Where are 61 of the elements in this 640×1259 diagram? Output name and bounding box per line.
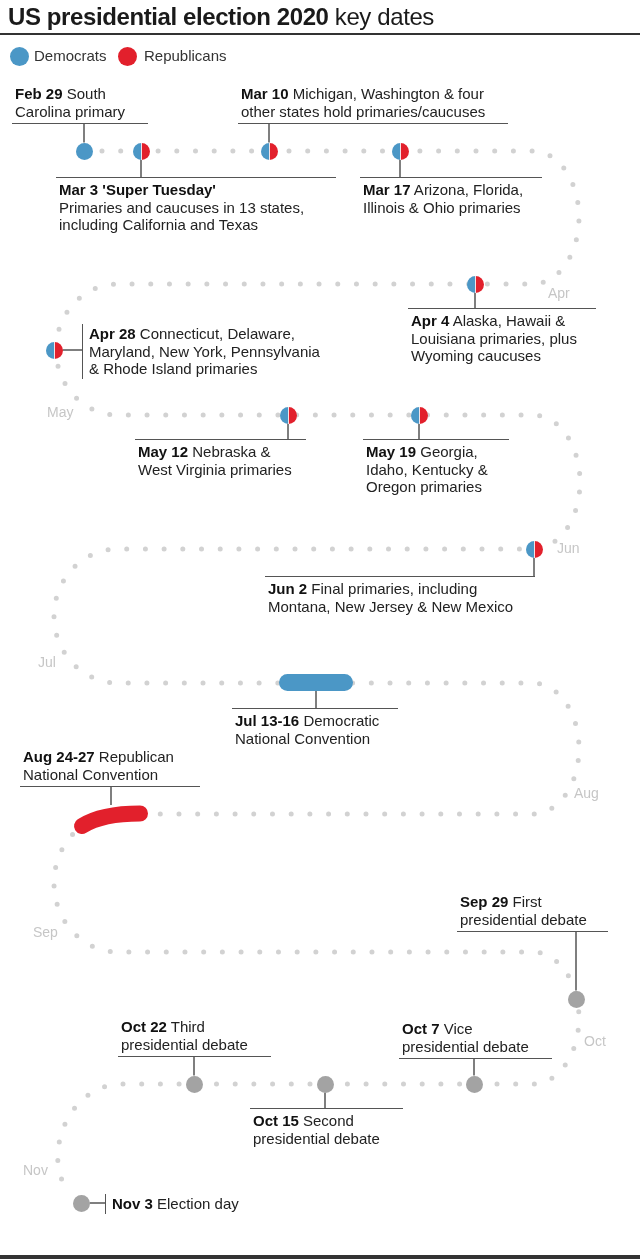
- event-label: May 19 Georgia, Idaho, Kentucky & Oregon primaries: [363, 439, 509, 496]
- event-label: Mar 17 Arizona, Florida, Illinois & Ohio primaries: [360, 177, 542, 216]
- leader-line: [399, 158, 401, 178]
- month-label: May: [47, 404, 74, 420]
- event-label: Jul 13-16 Democratic National Convention: [232, 708, 398, 747]
- event-heading: Mar 3 'Super Tuesday': [59, 181, 217, 199]
- split-dot-icon: [260, 142, 278, 160]
- leader-line: [473, 1058, 475, 1077]
- dot-icon: [567, 990, 585, 1008]
- curved-bar: [74, 805, 148, 834]
- event-label: Oct 22 Third presidential debate: [118, 1018, 271, 1057]
- leader-line: [315, 690, 317, 709]
- dot-icon: [72, 1194, 90, 1212]
- month-label: Jun: [557, 540, 580, 556]
- month-label: Nov: [23, 1162, 48, 1178]
- split-dot-icon: [391, 142, 409, 160]
- split-dot-icon: [410, 406, 428, 424]
- leader-line: [533, 556, 535, 577]
- event-label: Apr 28 Connecticut, Delaware, Maryland, New York, Pennsylvania & Rhode Island primaries: [82, 324, 330, 379]
- event-label: Aug 24-27 Republican National Convention: [20, 748, 200, 787]
- leader-line: [83, 123, 85, 144]
- event-label: Mar 10 Michigan, Washington & four other states hold primaries/caucuses: [238, 85, 508, 124]
- month-label: Apr: [548, 285, 570, 301]
- leader-line: [474, 291, 476, 309]
- split-dot-icon: [132, 142, 150, 160]
- split-dot-icon: [466, 275, 484, 293]
- legend-label: Democrats: [34, 47, 107, 65]
- split-dot-icon: [45, 341, 63, 359]
- leader-line: [575, 931, 577, 992]
- event-label: Apr 4 Alaska, Hawaii & Louisiana primaries, plus Wyoming caucuses: [408, 308, 596, 365]
- split-dot-icon: [525, 540, 543, 558]
- leader-line: [193, 1056, 195, 1077]
- dot-icon: [465, 1075, 483, 1093]
- event-text: Primaries and caucuses in 13 states, including California and Texas: [59, 198, 306, 234]
- leader-line: [140, 158, 142, 178]
- month-label: Jul: [38, 654, 56, 670]
- legend-label: Republicans: [144, 47, 227, 65]
- event-label: May 12 Nebraska & West Virginia primaries: [135, 439, 306, 478]
- month-label: Oct: [584, 1033, 606, 1049]
- dot-icon: [316, 1075, 334, 1093]
- dot-icon: [75, 142, 93, 160]
- leader-line: [418, 422, 420, 440]
- event-label: Jun 2 Final primaries, including Montana, New Jersey & New Mexico: [265, 576, 535, 615]
- rounded-bar: [279, 674, 353, 691]
- month-label: Aug: [574, 785, 599, 801]
- title: US presidential election 2020 key dates: [8, 3, 434, 31]
- event-label: Feb 29 South Carolina primary: [12, 85, 148, 124]
- event-label: Sep 29 First presidential debate: [457, 893, 608, 932]
- leader-line: [110, 786, 112, 806]
- month-label: Sep: [33, 924, 58, 940]
- dot-icon: [185, 1075, 203, 1093]
- leader-line: [324, 1091, 326, 1109]
- leader-line: [61, 349, 83, 351]
- event-label: Oct 15 Second presidential debate: [250, 1108, 403, 1147]
- split-dot-icon: [279, 406, 297, 424]
- leader-line: [88, 1202, 106, 1204]
- leader-line: [287, 422, 289, 440]
- event-label: [56, 177, 336, 234]
- event-label: Nov 3 Election day: [105, 1194, 275, 1214]
- leader-line: [268, 123, 270, 144]
- event-label: Oct 7 Vice presidential debate: [399, 1020, 552, 1059]
